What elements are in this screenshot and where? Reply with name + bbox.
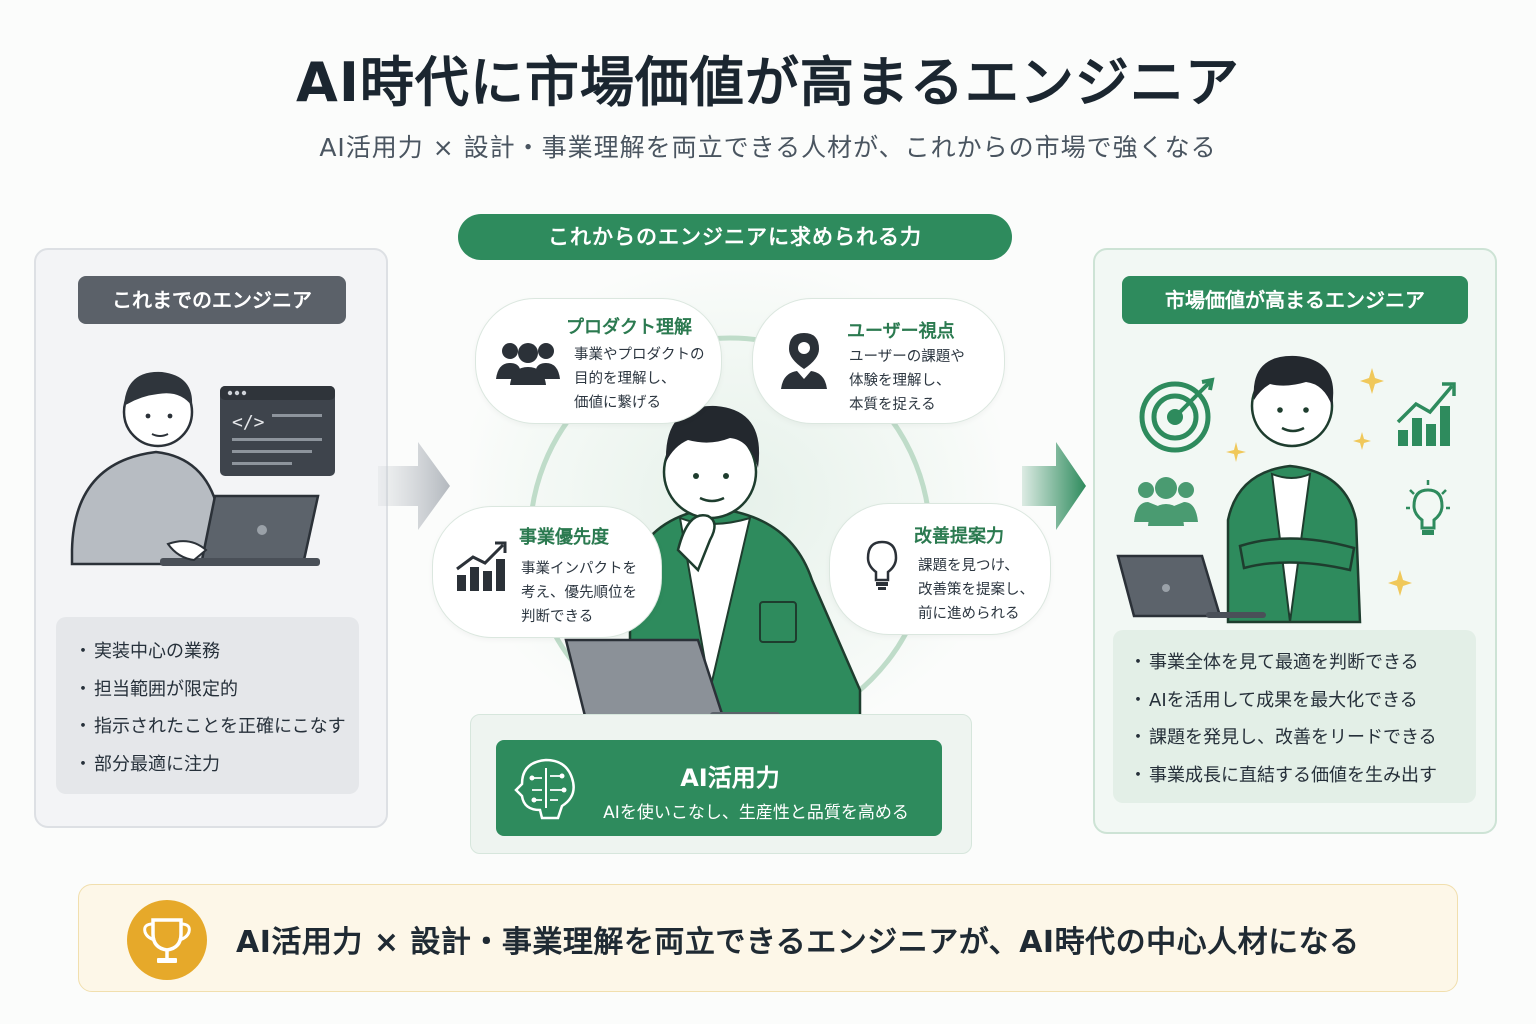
ai-skill-title: AI活用力 bbox=[680, 764, 780, 792]
trophy-badge bbox=[127, 900, 207, 980]
team-green-icon bbox=[1134, 477, 1198, 526]
arrow-right-gray-icon bbox=[378, 442, 450, 530]
ai-skill-box bbox=[496, 740, 942, 836]
right-bullet-list: 事業全体を見て最適を判断できる AIを活用して成果を最大化できる 課題を発見し、… bbox=[1113, 630, 1476, 803]
list-item: 課題を発見し、改善をリードできる bbox=[1129, 719, 1476, 757]
skill-card-user: ユーザー視点 ユーザーの課題や 体験を理解し、 本質を捉える bbox=[752, 298, 1005, 424]
sparkle-icon bbox=[1226, 442, 1246, 462]
subtitle: AI活用力 × 設計・事業理解を両立できる人材が、これからの市場で強くなる bbox=[319, 133, 1217, 162]
conclusion-text: AI活用力 × 設計・事業理解を両立できるエンジニアが、AI時代の中心人材になる bbox=[236, 925, 1360, 960]
skill-title: プロダクト理解 bbox=[566, 317, 692, 338]
sparkle-icon bbox=[1388, 570, 1412, 596]
user-pin-icon bbox=[781, 333, 827, 389]
skill-title: 改善提案力 bbox=[914, 526, 1004, 547]
arrow-right-green-icon bbox=[1022, 442, 1086, 530]
conclusion-banner bbox=[78, 884, 1458, 992]
skill-card-improve: 改善提案力 課題を見つけ、 改善策を提案し、 前に進められる bbox=[829, 503, 1051, 635]
list-item: 担当範囲が限定的 bbox=[74, 671, 359, 709]
growth-chart-icon bbox=[1396, 382, 1456, 446]
code-window-icon: </> bbox=[220, 386, 335, 476]
main-title: AI時代に市場価値が高まるエンジニア bbox=[296, 51, 1240, 114]
list-item: 指示されたことを正確にこなす bbox=[74, 708, 359, 746]
skill-title: 事業優先度 bbox=[519, 527, 609, 548]
skill-desc: ユーザーの課題や 体験を理解し、 本質を捉える bbox=[849, 349, 965, 413]
skill-title: ユーザー視点 bbox=[847, 321, 955, 342]
modern-engineer-illustration bbox=[564, 405, 862, 722]
skill-desc: 事業インパクトを 考え、優先順位を 判断できる bbox=[521, 561, 637, 625]
lightbulb-icon bbox=[866, 540, 898, 590]
left-bullet-list: 実装中心の業務 担当範囲が限定的 指示されたことを正確にこなす 部分最適に注力 bbox=[56, 617, 359, 794]
skill-desc: 事業やプロダクトの 目的を理解し、 価値に繋げる bbox=[574, 347, 705, 411]
traditional-engineer-illustration: </> bbox=[70, 371, 335, 566]
ai-skill-desc: AIを使いこなし、生産性と品質を高める bbox=[603, 803, 909, 823]
skill-desc: 課題を見つけ、 改善策を提案し、 前に進められる bbox=[918, 558, 1034, 622]
bar-chart-icon bbox=[456, 541, 507, 591]
center-banner: これからのエンジニアに求められる力 bbox=[458, 214, 1012, 260]
list-item: AIを活用して成果を最大化できる bbox=[1129, 682, 1476, 720]
sparkle-icon bbox=[1360, 368, 1384, 394]
svg-text:</>: </> bbox=[232, 412, 265, 433]
list-item: 部分最適に注力 bbox=[74, 746, 359, 784]
team-icon bbox=[496, 343, 560, 385]
list-item: 事業全体を見て最適を判断できる bbox=[1129, 644, 1476, 682]
skill-card-priority: 事業優先度 事業インパクトを 考え、優先順位を 判断できる bbox=[432, 506, 662, 638]
skill-card-product: プロダクト理解 事業やプロダクトの 目的を理解し、 価値に繋げる bbox=[475, 298, 722, 424]
sparkle-icon bbox=[1353, 432, 1371, 450]
right-panel-title: 市場価値が高まるエンジニア bbox=[1122, 276, 1468, 324]
trophy-icon bbox=[143, 918, 191, 963]
valuable-engineer-illustration bbox=[1116, 355, 1456, 624]
left-panel-title: これまでのエンジニア bbox=[78, 276, 346, 324]
list-item: 事業成長に直結する価値を生み出す bbox=[1129, 757, 1476, 795]
list-item: 実装中心の業務 bbox=[74, 633, 359, 671]
ai-brain-icon bbox=[514, 758, 575, 820]
lightbulb-green-icon bbox=[1406, 480, 1450, 535]
target-icon bbox=[1139, 377, 1215, 453]
